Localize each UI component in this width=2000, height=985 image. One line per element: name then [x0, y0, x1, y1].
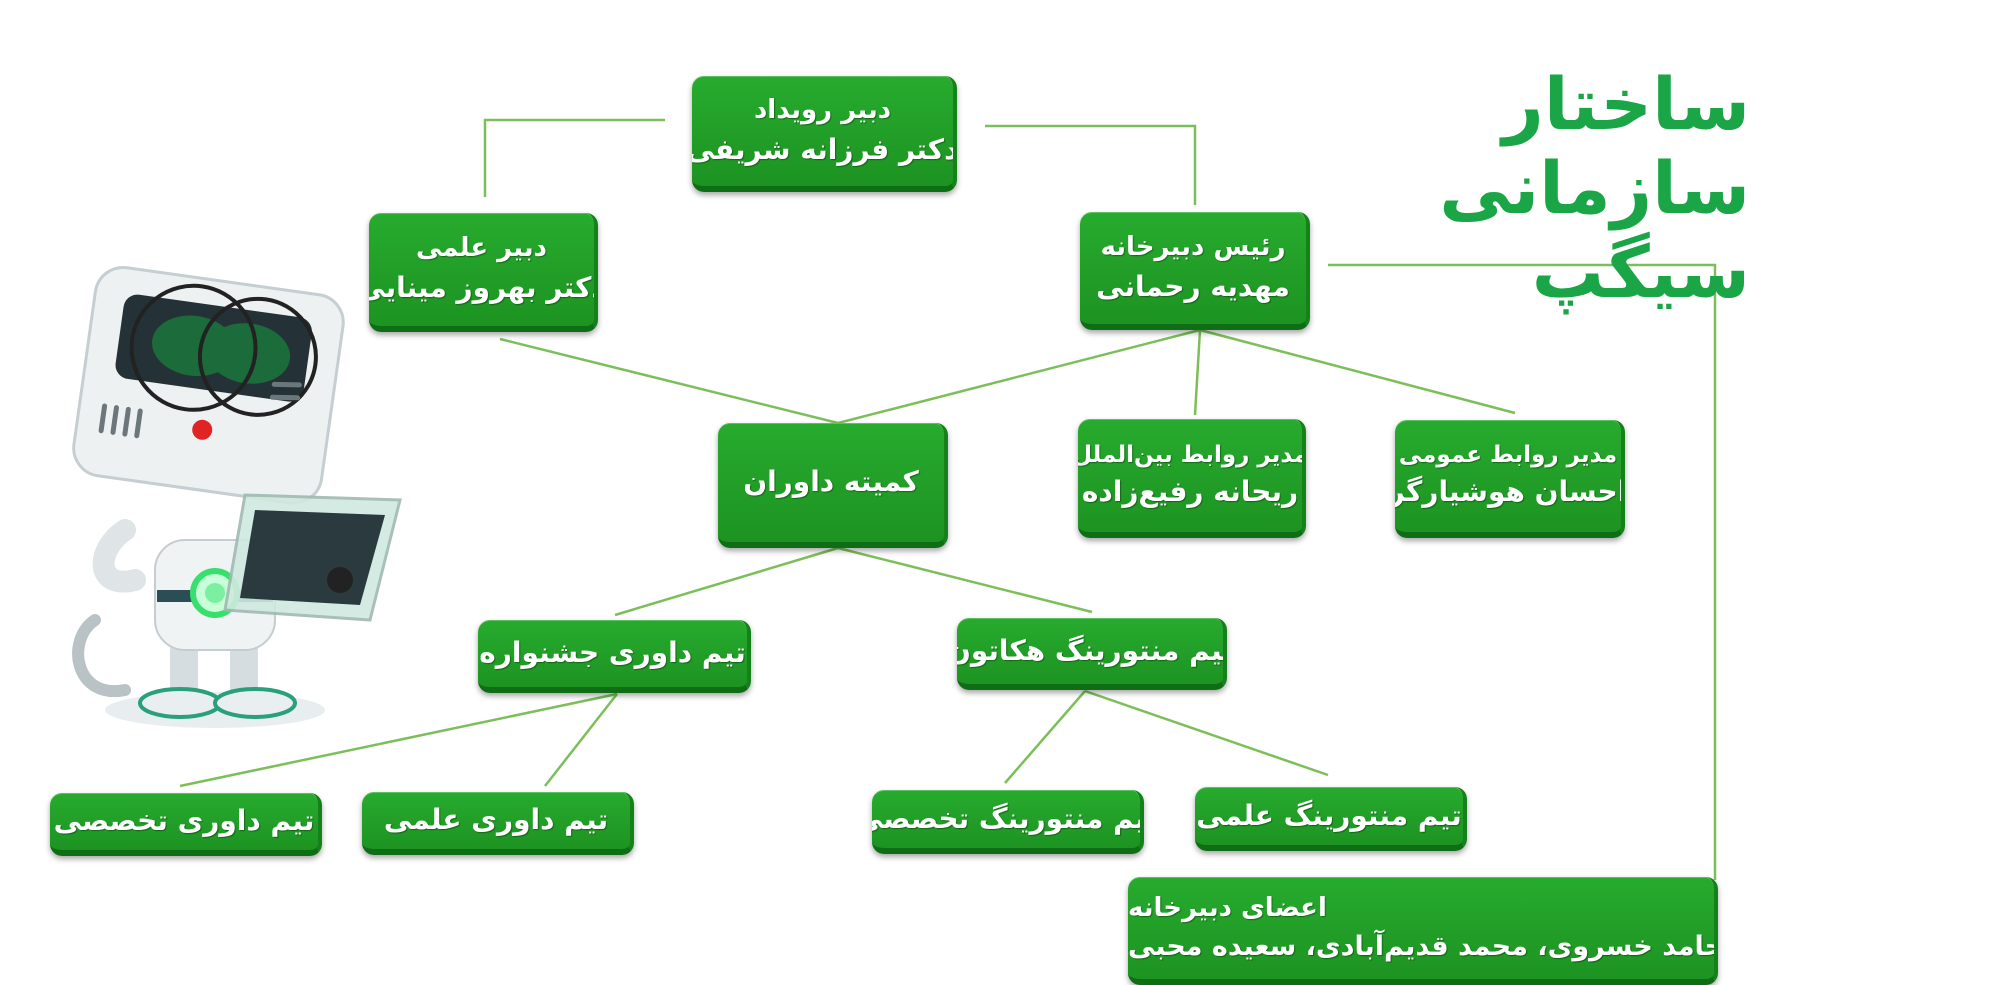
node-label: تیم منتورینگ علمی	[1196, 798, 1462, 832]
node-person: دکتر بهروز مینایی	[369, 271, 598, 305]
connector-secretariat-to-intl	[1193, 329, 1202, 416]
connector-scientific-to-jury	[499, 337, 839, 425]
node-label: تیم داوری تخصصی	[53, 804, 315, 838]
node-hackathon-mentoring: تیم منتورینگ هکاتون	[957, 618, 1227, 690]
node-specialized-jury: تیم داوری تخصصی	[50, 793, 322, 856]
node-role: مدیر روابط عمومی	[1398, 442, 1618, 469]
connector-secretariat-to-jury	[837, 328, 1201, 425]
node-label: تیم منتورینگ تخصصی	[872, 801, 1144, 835]
connector-secretariat-to-public	[1199, 328, 1516, 415]
node-scientific-mentoring: تیم منتورینگ علمی	[1195, 787, 1467, 851]
connector-secretariat-to-members	[1328, 263, 1717, 880]
node-specialized-mentoring: تیم منتورینگ تخصصی	[872, 790, 1144, 854]
node-jury-committee: کمیته داوران	[718, 423, 948, 548]
node-scientific-jury: تیم داوری علمی	[362, 792, 634, 855]
node-member-names: حامد خسروی، محمد قدیم‌آبادی، سعیده محبی	[1128, 931, 1718, 963]
connector-event-to-secretariat	[985, 124, 1197, 205]
chart-title: ساختار سازمانی سیگپ	[1439, 62, 1750, 314]
connector-hackathon-to-scientific	[1084, 689, 1329, 777]
node-person: مهدیه رحمانی	[1096, 269, 1290, 303]
node-label: کمیته داوران	[743, 465, 919, 499]
node-person: دکتر فرزانه شریفی	[692, 132, 957, 166]
connector-jury-to-hackathon	[837, 546, 1093, 614]
node-role: مدیر روابط بین‌الملل	[1078, 441, 1306, 468]
connector-jury-to-festival	[614, 546, 839, 617]
node-secretariat-head: رئیس دبیرخانه مهدیه رحمانی	[1080, 212, 1310, 330]
node-label: تیم داوری جشنواره	[479, 636, 746, 670]
connector-hackathon-to-specialized	[1004, 690, 1086, 784]
node-role: رئیس دبیرخانه	[1100, 231, 1286, 262]
node-person: ریحانه رفیع‌زاده	[1081, 474, 1299, 508]
node-role: دبیر رویداد	[753, 94, 892, 125]
connector-event-to-scientific	[483, 118, 665, 197]
node-scientific-secretary: دبیر علمی دکتر بهروز مینایی	[369, 213, 598, 332]
node-secretariat-members: اعضای دبیرخانه حامد خسروی، محمد قدیم‌آبا…	[1128, 877, 1718, 985]
connector-festival-to-scientific	[544, 693, 618, 787]
node-person: احسان هوشیارگر	[1395, 475, 1625, 509]
node-role: دبیر علمی	[415, 233, 548, 264]
node-role: اعضای دبیرخانه	[1128, 892, 1327, 923]
node-intl-relations: مدیر روابط بین‌الملل ریحانه رفیع‌زاده	[1078, 419, 1306, 538]
node-label: تیم منتورینگ هکاتون	[957, 633, 1227, 667]
node-public-relations: مدیر روابط عمومی احسان هوشیارگر	[1395, 420, 1625, 538]
connector-festival-to-specialized	[179, 692, 618, 788]
node-event-secretary: دبیر رویداد دکتر فرزانه شریفی	[692, 76, 957, 192]
node-festival-jury: تیم داوری جشنواره	[478, 620, 751, 693]
robot-with-tablet-icon	[72, 265, 402, 728]
node-label: تیم داوری علمی	[383, 803, 609, 837]
